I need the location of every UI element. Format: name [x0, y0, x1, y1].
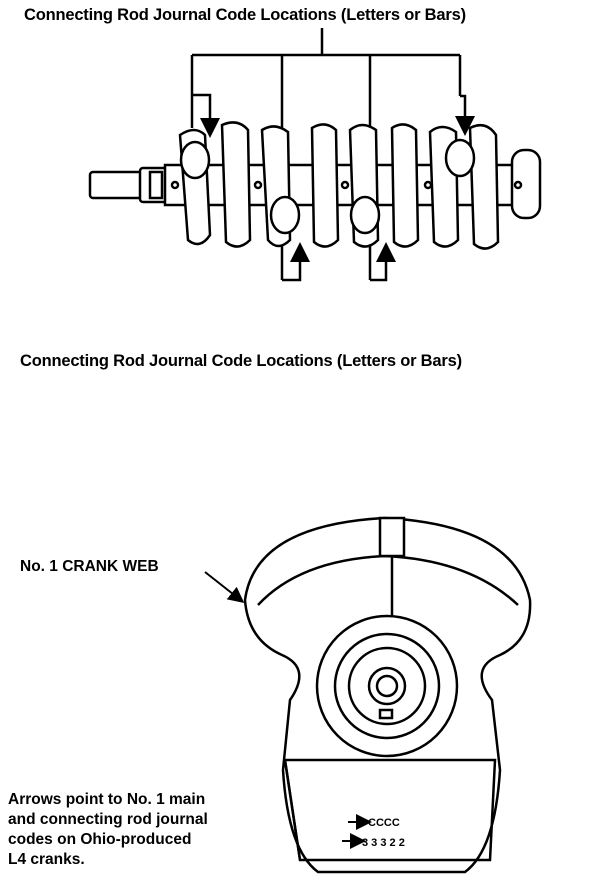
note-line: Arrows point to No. 1 main	[8, 791, 206, 808]
note-line: L4 cranks.	[8, 851, 85, 868]
middle-caption: Connecting Rod Journal Code Locations (L…	[20, 352, 462, 370]
main-code-text: 3 3 3 2 2	[362, 837, 405, 849]
crank-web-end-view	[243, 516, 532, 874]
crank-web-label: No. 1 CRANK WEB	[20, 558, 159, 575]
note-line: and connecting rod journal	[8, 811, 208, 828]
note-line: codes on Ohio-produced	[8, 831, 192, 848]
crank-web-leader	[204, 571, 245, 603]
crankshaft-side-view	[88, 121, 542, 250]
journal-code-marks: CCCC 3 3 3 2 2	[342, 814, 405, 849]
top-caption: Connecting Rod Journal Code Locations (L…	[24, 6, 466, 24]
rod-code-text: CCCC	[368, 817, 400, 829]
arrow-note: Arrows point to No. 1 main and connectin…	[8, 790, 208, 870]
